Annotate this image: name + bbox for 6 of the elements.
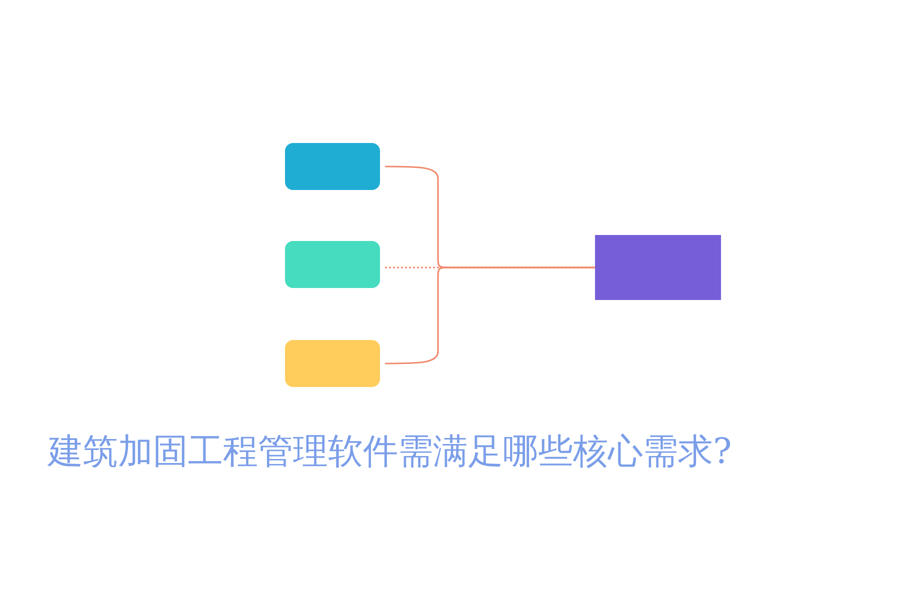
title: 建筑加固工程管理软件需满足哪些核心需求?: [46, 431, 733, 474]
color-block: [285, 340, 380, 387]
connector-line: [385, 266, 595, 364]
color-block: [595, 235, 721, 300]
color-block: [285, 143, 380, 190]
color-block: [285, 241, 380, 288]
